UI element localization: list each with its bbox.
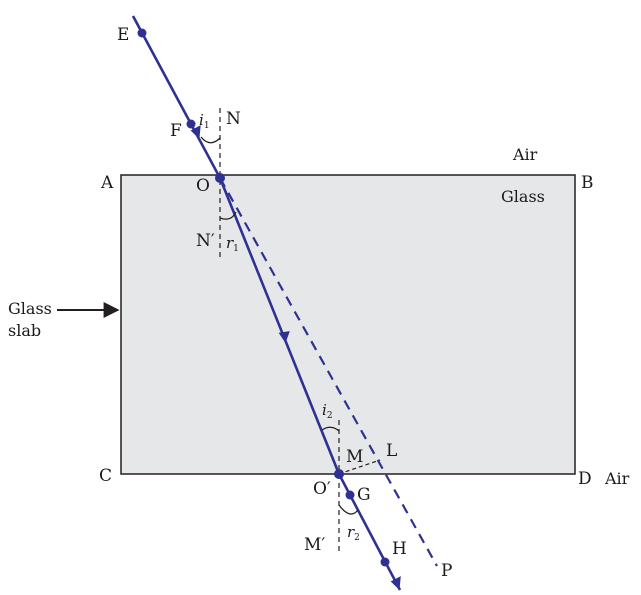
label-f: F (170, 121, 182, 141)
label-n-prime: N′ (196, 231, 215, 251)
label-glass-slab-line2: slab (8, 321, 41, 340)
label-l: L (386, 441, 397, 461)
arrowhead-refracted (278, 331, 290, 343)
point-f (186, 119, 196, 129)
label-m: M (346, 447, 363, 467)
angle-label-i2: i2 (322, 401, 333, 421)
label-glass-medium: Glass (501, 187, 545, 206)
point-g (345, 490, 355, 500)
angle-arc-i1 (200, 136, 221, 144)
label-a: A (100, 173, 114, 193)
refracted-ray-oo (218, 177, 341, 475)
perpendicular-ml (338, 459, 381, 475)
angle-label-r2: r2 (347, 523, 360, 543)
label-glass-slab-line1: Glass (8, 299, 52, 318)
angle-arc-i2 (321, 426, 340, 432)
label-n: N (226, 109, 241, 129)
label-d: D (578, 469, 592, 489)
glass-slab-rect (120, 174, 576, 475)
label-o-prime: O′ (313, 479, 331, 499)
label-g: G (357, 485, 371, 505)
label-o: O (196, 176, 210, 196)
label-p: P (441, 561, 452, 581)
point-o-prime (334, 469, 344, 479)
label-b: B (581, 173, 594, 193)
angle-label-r1: r1 (226, 234, 239, 254)
label-air-right: Air (604, 469, 630, 488)
point-h (380, 557, 390, 567)
point-e (137, 28, 147, 38)
arrowhead-emergent (390, 576, 401, 590)
angle-arc-r2 (338, 504, 359, 515)
angle-label-i1: i1 (199, 111, 210, 131)
incident-ray-eo (131, 15, 222, 179)
label-h: H (392, 539, 407, 559)
label-c: C (99, 466, 112, 486)
label-air-top: Air (512, 145, 538, 164)
point-o (215, 173, 225, 183)
arrowhead-incident (190, 125, 201, 139)
label-m-prime: M′ (304, 535, 325, 555)
incident-ray-extension-op (219, 177, 438, 567)
angle-arc-r1 (219, 211, 237, 220)
label-e: E (117, 25, 129, 45)
